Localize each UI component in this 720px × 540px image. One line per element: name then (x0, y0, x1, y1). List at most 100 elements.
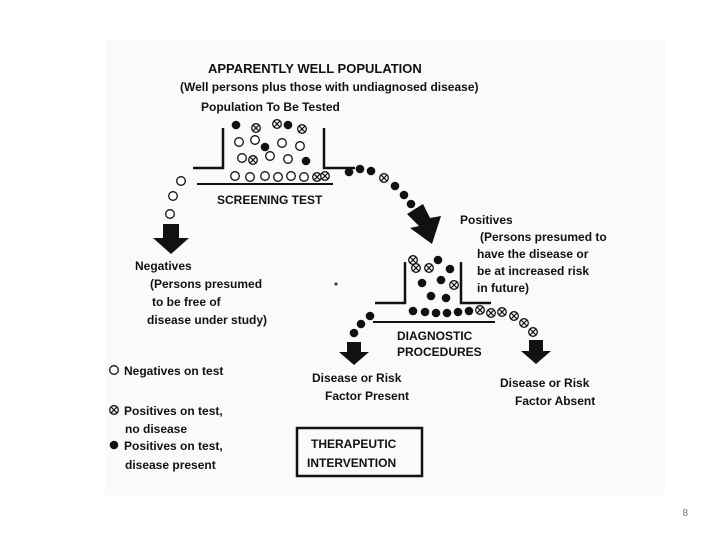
legend-positive-no-disease-icon (109, 405, 119, 415)
positives-stream (344, 164, 416, 209)
positive-disease-dot (355, 164, 365, 174)
negative-dot (299, 172, 309, 182)
legend-negative-icon (109, 365, 119, 375)
legend-positive-disease-text-2: disease present (125, 458, 216, 472)
positive-no-disease-dot (379, 173, 389, 183)
diagram-subtitle: (Well persons plus those with undiagnose… (180, 80, 479, 94)
positive-disease-dot (283, 120, 293, 130)
negative-dot (283, 154, 293, 164)
positive-disease-dot (442, 308, 452, 318)
positive-disease-dot (344, 167, 354, 177)
positive-no-disease-dot (486, 308, 496, 318)
disease-absent-label-1: Disease or Risk (500, 376, 590, 390)
negatives-desc-3: disease under study) (147, 313, 267, 327)
negative-dot (250, 135, 260, 145)
positive-no-disease-dot (497, 307, 507, 317)
positive-no-disease-dot (320, 171, 330, 181)
legend-positive-no-disease-text-2: no disease (125, 422, 187, 436)
legend-negatives-text: Negatives on test (124, 364, 223, 378)
positive-no-disease-dot (408, 255, 418, 265)
positive-disease-dot (301, 156, 311, 166)
diagnostic-funnel-left-wall (375, 262, 407, 305)
negative-dot (176, 176, 186, 186)
positive-disease-dot (433, 255, 443, 265)
positive-no-disease-dot (519, 318, 529, 328)
positive-disease-dot (417, 278, 427, 288)
positive-disease-dot (420, 307, 430, 317)
disease-absent-stream (497, 307, 538, 337)
therapeutic-label-2: INTERVENTION (307, 456, 396, 470)
diagram-title: APPARENTLY WELL POPULATION (208, 61, 422, 76)
disease-present-label-2: Factor Present (325, 389, 409, 403)
positive-no-disease-dot (475, 305, 485, 315)
negatives-desc-2: to be free of (152, 295, 222, 309)
negative-dot (286, 171, 296, 181)
screening-test-label: SCREENING TEST (217, 193, 323, 207)
positive-no-disease-dot (248, 155, 258, 165)
negative-dot (234, 137, 244, 147)
positive-disease-dot (356, 319, 366, 329)
positive-no-disease-dot (509, 311, 519, 321)
diagnostic-label-2: PROCEDURES (397, 345, 482, 359)
positive-disease-dot (260, 142, 270, 152)
positive-disease-dot (399, 190, 409, 200)
screening-diagram-figure: APPARENTLY WELL POPULATION (Well persons… (105, 40, 665, 495)
screening-funnel-left-wall (193, 128, 225, 170)
positive-disease-dot (365, 311, 375, 321)
page-number: 8 (682, 508, 688, 519)
positives-desc-3: be at increased risk (477, 264, 589, 278)
positive-no-disease-dot (528, 327, 538, 337)
scan-speck (334, 282, 338, 286)
positive-disease-dot (453, 307, 463, 317)
positive-disease-dot (426, 291, 436, 301)
disease-absent-label-2: Factor Absent (515, 394, 595, 408)
positives-desc-2: have the disease or (477, 247, 589, 261)
negatives-arrow-icon (153, 224, 189, 254)
negative-dot (273, 172, 283, 182)
negatives-label: Negatives (135, 259, 192, 273)
positive-disease-dot (366, 166, 376, 176)
positives-arrow-icon (407, 204, 441, 244)
positive-disease-dot (441, 293, 451, 303)
therapeutic-label-1: THERAPEUTIC (311, 437, 397, 451)
positive-disease-dot (406, 199, 416, 209)
negative-dot (260, 171, 270, 181)
positive-no-disease-dot (424, 263, 434, 273)
negative-dot (237, 153, 247, 163)
negative-dot (168, 191, 178, 201)
positive-no-disease-dot (297, 124, 307, 134)
population-label: Population To Be Tested (201, 100, 340, 114)
diagnostic-dots (408, 255, 496, 318)
screening-funnel-right-wall (322, 128, 355, 170)
negatives-desc-1: (Persons presumed (150, 277, 262, 291)
negative-dot (245, 172, 255, 182)
negative-dot (230, 171, 240, 181)
positive-no-disease-dot (251, 123, 261, 133)
positive-disease-dot (231, 120, 241, 130)
negative-dot (295, 141, 305, 151)
positive-disease-dot (390, 181, 400, 191)
positive-disease-dot (436, 275, 446, 285)
legend-positive-disease-text-1: Positives on test, (124, 439, 223, 453)
therapeutic-intervention-box (295, 426, 424, 478)
diagnostic-funnel-right-wall (459, 262, 491, 305)
legend-positive-no-disease-text-1: Positives on test, (124, 404, 223, 418)
positive-no-disease-dot (312, 172, 322, 182)
legend: Negatives on test Positives on test, no … (109, 364, 223, 472)
negative-dot (165, 209, 175, 219)
positive-disease-dot (408, 306, 418, 316)
screening-flow-diagram: APPARENTLY WELL POPULATION (Well persons… (109, 61, 607, 478)
disease-present-label-1: Disease or Risk (312, 371, 402, 385)
positive-disease-dot (349, 328, 359, 338)
diagnostic-label-1: DIAGNOSTIC (397, 329, 473, 343)
positives-desc-1: (Persons presumed to (480, 230, 607, 244)
positive-no-disease-dot (272, 119, 282, 129)
positive-no-disease-dot (411, 263, 421, 273)
positive-disease-dot (445, 264, 455, 274)
disease-present-stream (349, 311, 375, 338)
disease-present-arrow-icon (339, 342, 369, 365)
positive-disease-dot (464, 306, 474, 316)
positives-label: Positives (460, 213, 513, 227)
disease-absent-arrow-icon (521, 340, 551, 364)
negative-dot (277, 138, 287, 148)
